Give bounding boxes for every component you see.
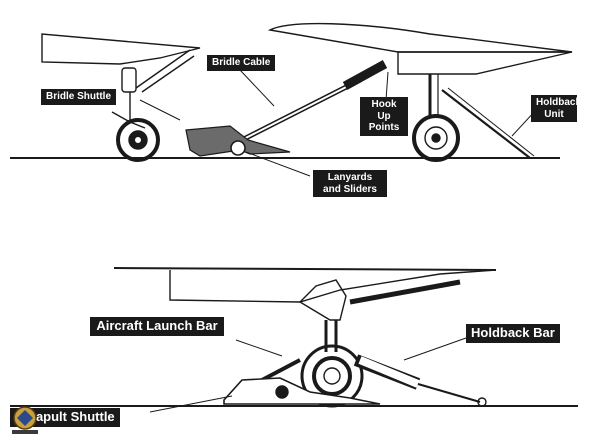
bottom-shuttle-hook — [275, 385, 289, 399]
top-fuselage-body — [397, 51, 573, 75]
top-nose-gear — [111, 49, 195, 162]
label-holdback-bar: Holdback Bar — [466, 324, 560, 343]
label-bridle-shuttle: Bridle Shuttle — [41, 89, 117, 105]
top-slider-ring — [230, 140, 246, 156]
label-holdback-unit: Holdback Unit — [531, 95, 581, 122]
bottom-leaders — [149, 337, 467, 413]
bottom-drag-brace — [349, 279, 461, 305]
label-aircraft-launch-bar: Aircraft Launch Bar — [90, 317, 224, 336]
top-diagram — [10, 22, 573, 177]
top-main-gear — [412, 74, 460, 162]
bottom-nose-gear — [300, 320, 364, 408]
bottom-gear-strut — [298, 279, 347, 321]
label-catapult-shuttle: Catapult Shuttle — [10, 408, 120, 427]
bottom-fuselage — [169, 269, 497, 303]
top-holdback — [441, 87, 535, 159]
bottom-catapult-shuttle-shape — [223, 377, 381, 405]
bottom-wing-line — [113, 267, 497, 271]
bottom-diagram — [10, 267, 578, 413]
watermark-emblem-icon — [12, 406, 38, 434]
bottom-holdback-bar — [353, 354, 487, 407]
top-wing-outline — [267, 22, 573, 53]
bottom-launch-bar — [261, 358, 301, 382]
label-bridle-cable: Bridle Cable — [207, 55, 276, 71]
top-fuselage-nose — [41, 33, 201, 65]
top-bridle-cable — [228, 60, 388, 149]
label-hook-up-points: Hook Up Points — [360, 97, 408, 136]
label-lanyards-and-sliders: Lanyards and Sliders — [313, 170, 387, 197]
top-leaders — [139, 69, 537, 177]
